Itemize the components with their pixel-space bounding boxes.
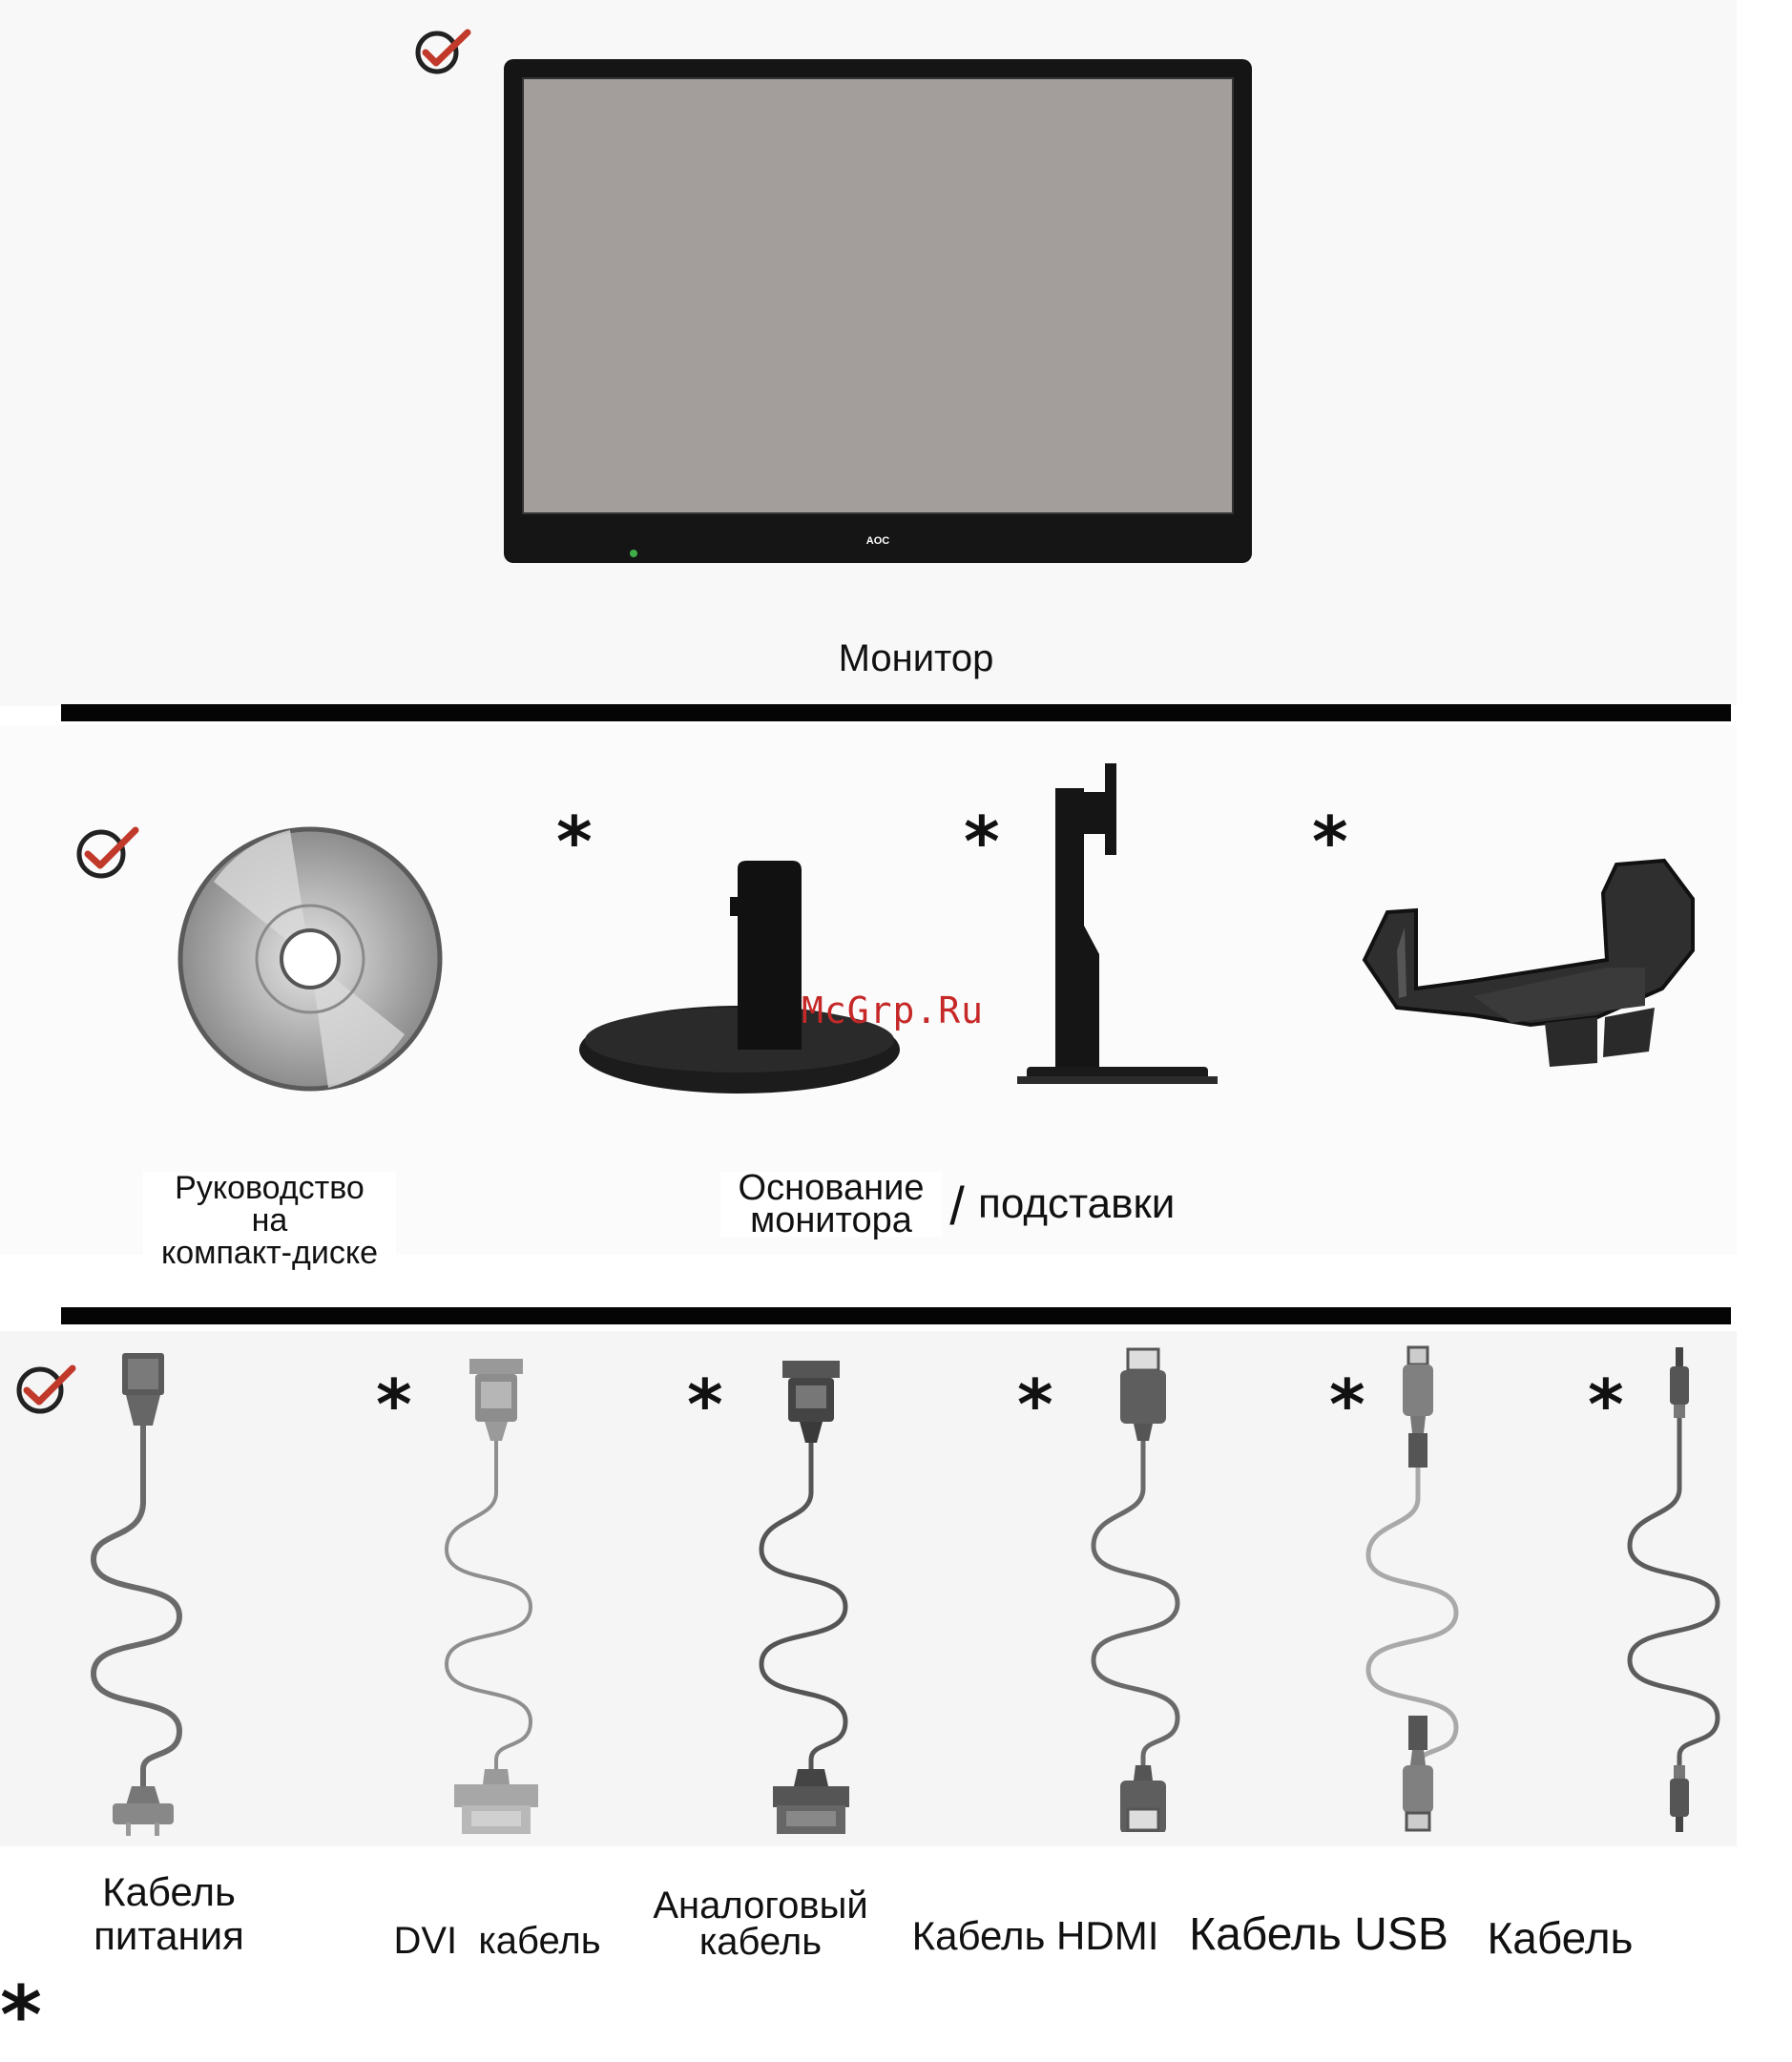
optional-star-icon: * [376,1370,412,1439]
analog-label-line: кабель [641,1924,880,1960]
monitor-label: Монитор [725,639,1107,677]
stand-label: подставки [978,1183,1207,1225]
optional-star-icon: * [1312,807,1348,876]
analog-cable-label: Аналоговый кабель [641,1887,880,1960]
monitor-base-image [577,859,902,1097]
footnote-star-icon: * [0,1975,42,2055]
power-label-line: питания [69,1914,269,1958]
base-label: Основание монитора [720,1172,942,1237]
cd-manual-label: Руководство на компакт-диске [143,1172,396,1269]
base-label-line: монитора [720,1204,942,1237]
base-label-line: Основание [720,1172,942,1204]
optional-star-icon: * [687,1370,723,1439]
cable-clip-image [1359,855,1700,1084]
hdmi-cable-label: Кабель HDMI [892,1916,1178,1956]
optional-star-icon: * [1329,1370,1365,1439]
cd-label-line: Руководство [143,1172,396,1204]
power-label-line: Кабель [69,1870,269,1914]
divider-bottom [61,1307,1731,1324]
optional-star-icon: * [1017,1370,1053,1439]
divider-top [61,704,1731,721]
check-icon [73,824,139,880]
dvi-cable-image [439,1349,553,1836]
cd-disc-image [176,824,445,1093]
analog-label-line: Аналоговый [641,1887,880,1924]
monitor-brand-logo: AOC [866,535,890,547]
check-icon [412,27,471,76]
label-slash: / [943,1179,971,1233]
cd-label-line: компакт-диске [143,1237,396,1269]
monitor-image: AOC [504,59,1252,563]
height-adjust-stand-image [1017,763,1218,1090]
watermark-text: McGrp.Ru [802,992,1002,1029]
cd-label-line: на [143,1204,396,1237]
power-cable-label: Кабель питания [69,1870,269,1958]
optional-star-icon: * [964,807,1000,876]
cables-panel [0,1331,1737,1846]
power-cable-image [84,1349,198,1836]
check-icon [13,1363,76,1416]
optional-star-icon: * [1588,1370,1624,1439]
hdmi-cable-image [1086,1345,1200,1832]
audio-cable-label: Кабель [1469,1916,1651,1960]
analog-cable-image [754,1349,868,1836]
usb-cable-image [1361,1345,1475,1832]
audio-cable-image [1622,1345,1737,1832]
usb-cable-label: Кабель USB [1176,1912,1462,1958]
dvi-cable-label: DVI кабель [378,1922,616,1960]
